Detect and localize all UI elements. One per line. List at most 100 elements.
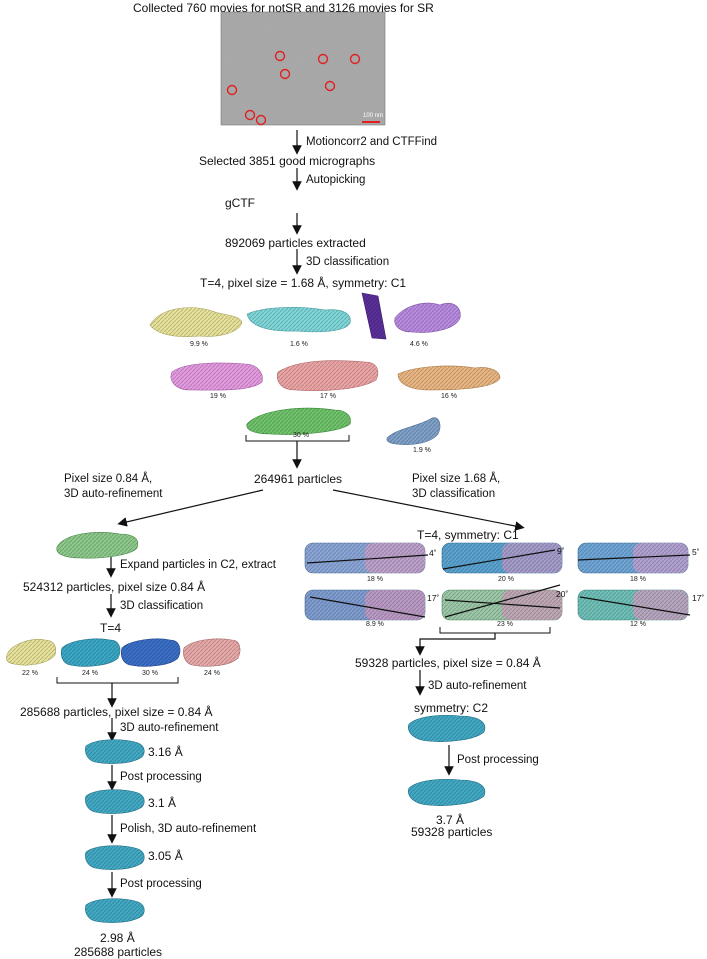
particle-marker (274, 50, 286, 62)
micrograph-image (220, 11, 386, 126)
map-right-3 (577, 542, 691, 574)
angle-1: 4˚ (429, 548, 437, 558)
particle-marker (317, 53, 329, 65)
angle-5: 20˚ (556, 589, 569, 599)
step-3dclass-left: 3D classification (120, 600, 204, 612)
particle-marker (226, 84, 238, 96)
map-right-final (408, 778, 486, 806)
map-left-rose (183, 638, 241, 667)
class-map-tan (397, 365, 501, 391)
pct-left-3: 24 % (204, 670, 220, 677)
class-map-cyan (246, 307, 351, 333)
particle-marker (279, 68, 291, 80)
class-map-purple-side (361, 292, 387, 340)
map-right-c2 (408, 714, 486, 742)
selected-micrographs: Selected 3851 good micrographs (199, 154, 376, 168)
class-map-pink (170, 362, 263, 391)
pct-top-0: 9.9 % (190, 341, 208, 348)
map-right-6 (577, 589, 691, 621)
class-map-steel (386, 417, 441, 445)
scale-bar (362, 121, 380, 123)
pct-right-2: 18 % (630, 576, 646, 583)
map-left-yellow (6, 639, 56, 666)
expanded-particles: 524312 particles, pixel size 0.84 Å (23, 580, 206, 594)
class-map-yellow (149, 307, 243, 337)
selected-285688: 285688 particles, pixel size = 0.84 Å (20, 705, 213, 719)
bracket-right (439, 627, 551, 634)
map-res-3-1 (85, 789, 145, 814)
pct-left-0: 22 % (22, 670, 38, 677)
pct-top-3: 19 % (210, 393, 226, 400)
arrow-to-59328 (415, 633, 496, 656)
pct-left-2: 30 % (142, 670, 158, 677)
pct-top-6: 30 % (293, 432, 309, 439)
selected-264961: 264961 particles (254, 472, 343, 486)
map-res-3-05 (85, 845, 145, 870)
map-right-5 (441, 584, 563, 621)
particle-marker (324, 80, 336, 92)
angle-4: 17˚ (427, 593, 440, 603)
pct-top-1: 1.6 % (290, 341, 308, 348)
res-3-16: 3.16 Å (148, 745, 183, 759)
right-branch-label-2: 3D classification (412, 488, 496, 500)
particle-marker (244, 109, 256, 121)
map-res-2-98 (85, 898, 145, 923)
right-branch-label-1: Pixel size 1.68 Å, (412, 473, 501, 485)
step-post-right: Post processing (457, 754, 539, 766)
class-map-green (246, 407, 351, 435)
left-branch-label-1: Pixel size 0.84 Å, (64, 473, 153, 485)
pct-top-4: 17 % (320, 393, 336, 400)
class-params-right: T=4, symmetry: C1 (417, 528, 519, 542)
pct-top-7: 1.9 % (413, 447, 431, 454)
final-res-right: 3.7 Å (436, 813, 465, 827)
step-refine-right: 3D auto-refinement (428, 680, 527, 692)
final-particles-right: 59328 particles (411, 825, 493, 839)
class-map-salmon (277, 360, 379, 391)
pct-right-5: 12 % (630, 621, 646, 628)
gctf-label: gCTF (225, 196, 255, 210)
pct-top-5: 16 % (441, 393, 457, 400)
symmetry-c2: symmetry: C2 (414, 701, 489, 715)
res-3-05: 3.05 Å (148, 849, 183, 863)
res-3-1: 3.1 Å (148, 796, 177, 810)
arrow-left-branch (117, 489, 264, 527)
pct-left-1: 24 % (82, 670, 98, 677)
step-expand: Expand particles in C2, extract (120, 559, 276, 571)
step-motioncorr: Motioncorr2 and CTFFind (306, 136, 438, 148)
bracket-left (56, 677, 179, 684)
step-post1: Post processing (120, 771, 202, 783)
particle-marker (255, 114, 267, 126)
pct-right-3: 8.9 % (366, 621, 384, 628)
map-res-3-16 (85, 739, 145, 764)
class-params-top: T=4, pixel size = 1.68 Å, symmetry: C1 (200, 276, 407, 290)
angle-6: 17˚ (692, 593, 705, 603)
arrow-right-branch (332, 489, 525, 531)
final-particles-left: 285688 particles (74, 945, 163, 959)
step-post2: Post processing (120, 878, 202, 890)
pct-right-4: 23 % (497, 621, 513, 628)
particles-extracted: 892069 particles extracted (225, 236, 366, 250)
header-title: Collected 760 movies for notSR and 3126 … (133, 1, 434, 15)
t4-left: T=4 (100, 621, 122, 635)
angle-3: 5˚ (692, 547, 700, 557)
step-autopicking: Autopicking (306, 174, 366, 186)
step-polish: Polish, 3D auto-refinement (120, 823, 257, 835)
step-3dclass-top: 3D classification (306, 256, 390, 268)
map-right-4 (304, 589, 426, 621)
selected-59328: 59328 particles, pixel size = 0.84 Å (355, 656, 541, 670)
pct-right-1: 20 % (498, 576, 514, 583)
map-right-1 (304, 542, 429, 574)
final-res-left: 2.98 Å (100, 931, 135, 945)
left-branch-label-2: 3D auto-refinement (64, 488, 163, 500)
map-left-teal (60, 638, 121, 667)
scalebar-label: 100 nm (363, 113, 384, 119)
class-map-lavender (394, 302, 461, 333)
pct-right-0: 18 % (367, 576, 383, 583)
step-refine-left: 3D auto-refinement (120, 722, 219, 734)
map-left-blue (120, 638, 181, 667)
map-right-2 (441, 542, 563, 574)
angle-2: 9˚ (557, 546, 565, 556)
pct-top-2: 4.6 % (410, 341, 428, 348)
particle-marker (349, 53, 361, 65)
